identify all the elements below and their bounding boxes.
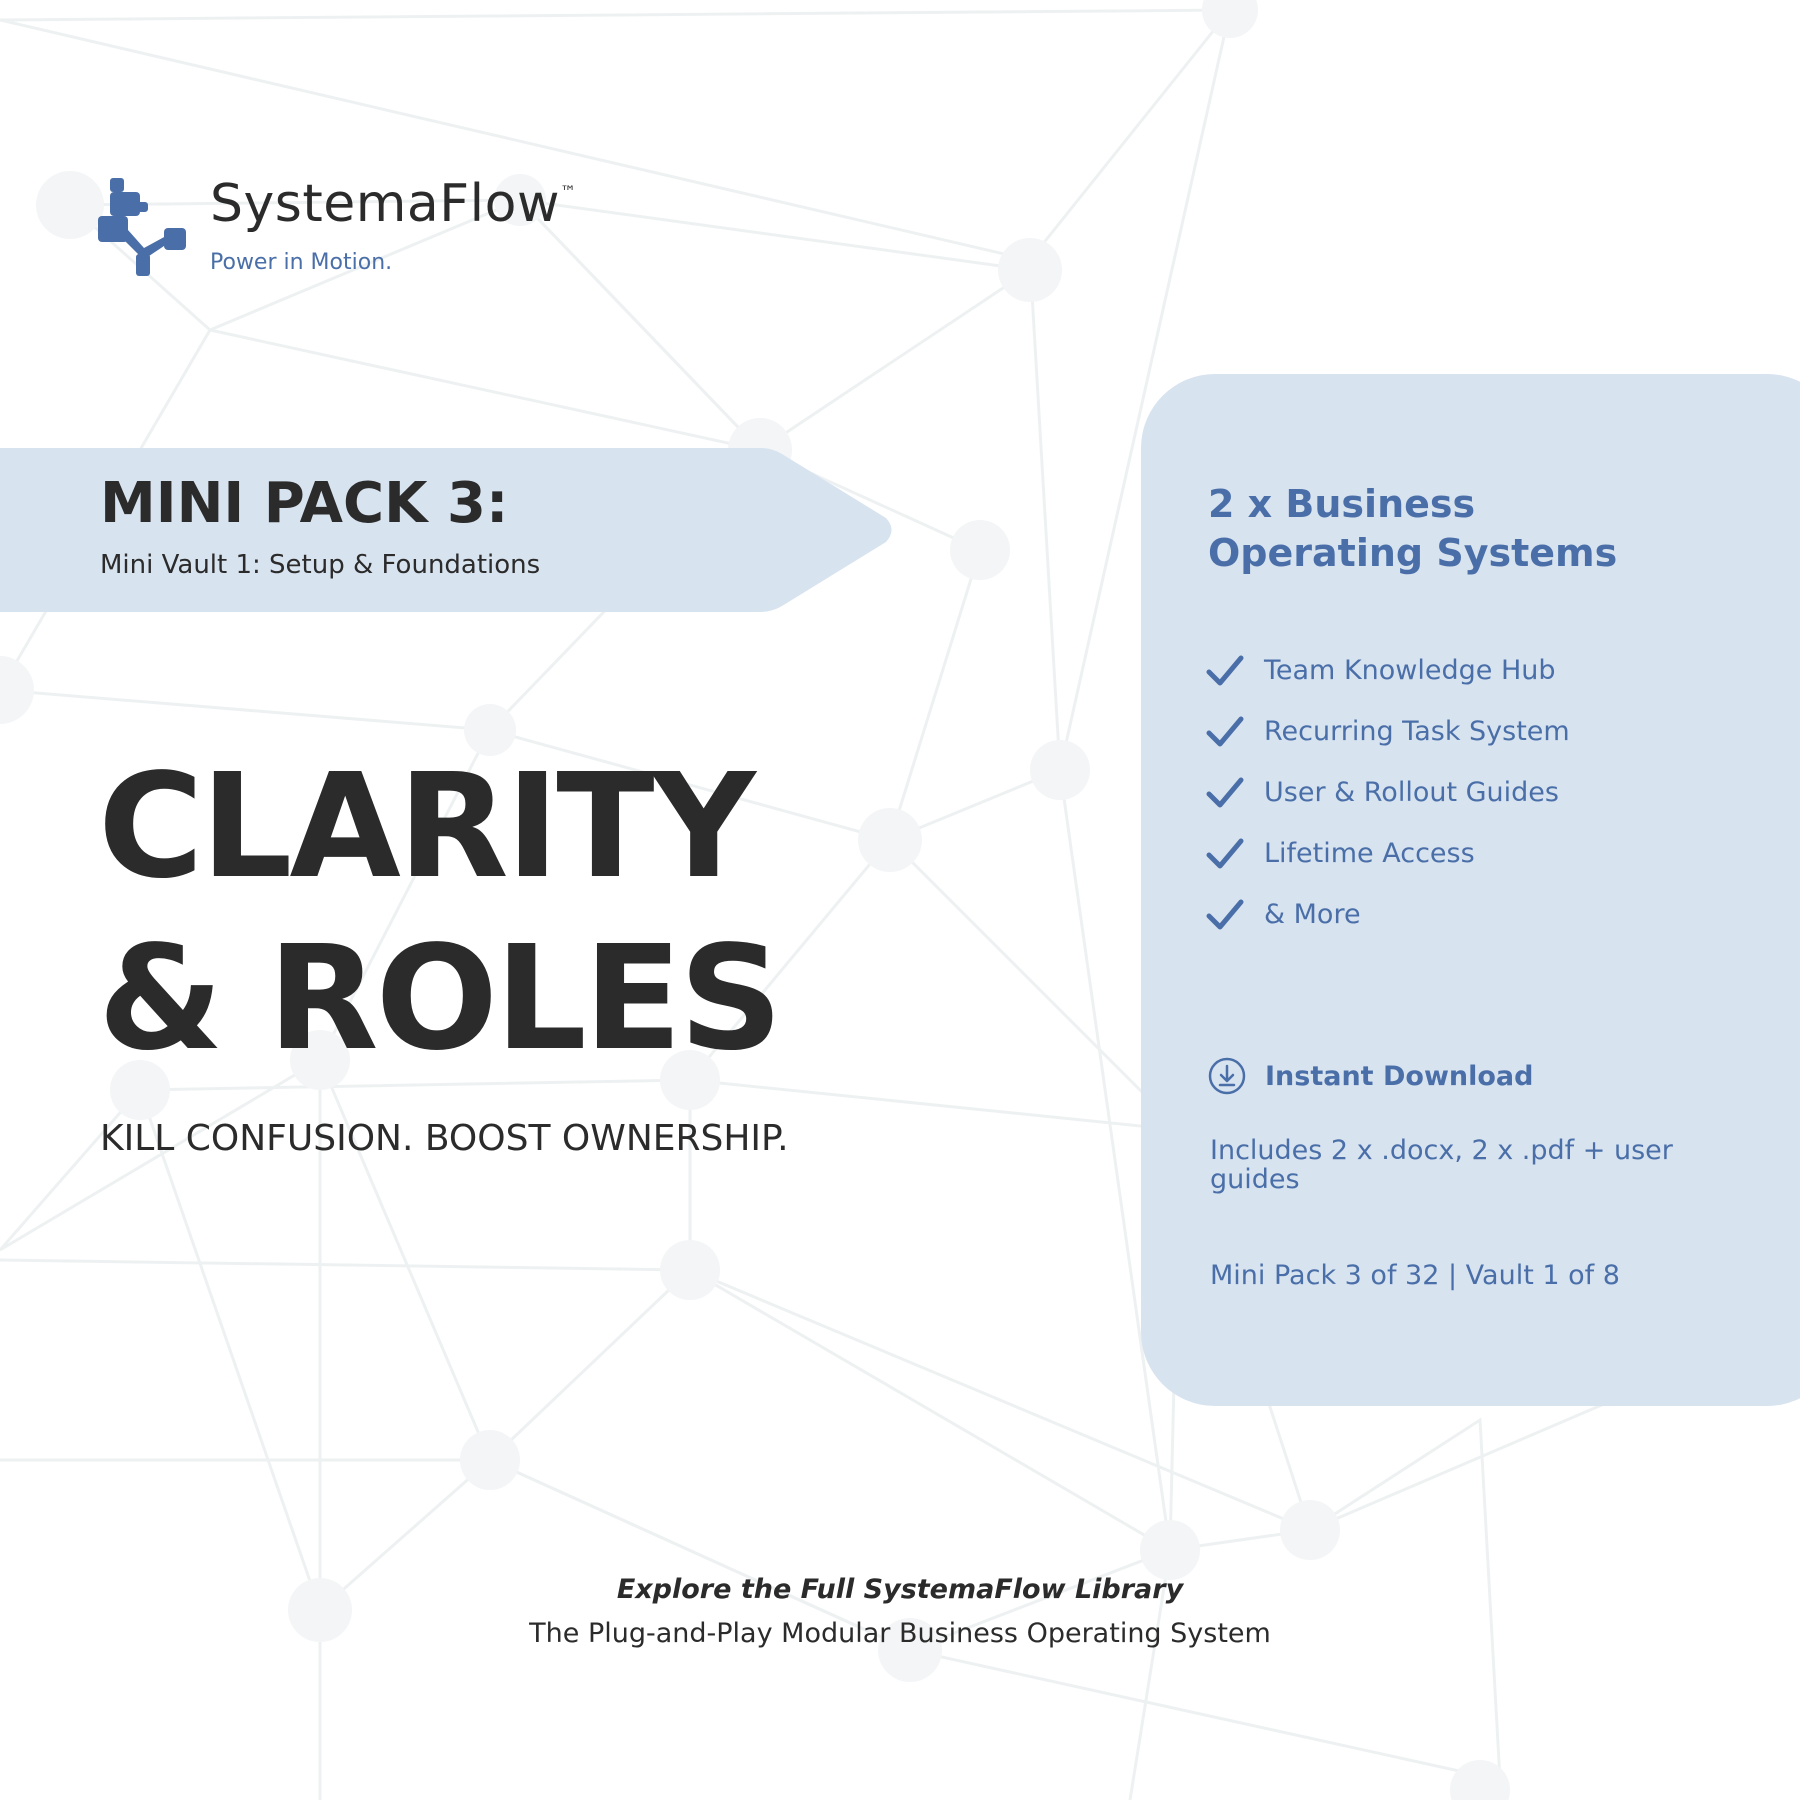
feature-label: Lifetime Access <box>1264 838 1475 869</box>
heading-line-1: CLARITY <box>98 742 756 910</box>
pack-title: MINI PACK 3: <box>100 471 509 536</box>
download-icon <box>1208 1057 1246 1095</box>
instant-download: Instant Download <box>1207 1056 1533 1096</box>
check-icon <box>1206 777 1244 807</box>
systemaflow-logo-icon <box>98 178 186 276</box>
tagline: KILL CONFUSION. BOOST OWNERSHIP. <box>100 1118 789 1159</box>
pack-banner <box>0 448 892 612</box>
feature-item: Recurring Task System <box>1206 701 1570 762</box>
main-heading: CLARITY & ROLES <box>98 740 783 1084</box>
footer-subtitle: The Plug-and-Play Modular Business Opera… <box>529 1618 1271 1649</box>
feature-item: Lifetime Access <box>1206 823 1570 884</box>
feature-item: Team Knowledge Hub <box>1206 640 1570 701</box>
footer-title: Explore the Full SystemaFlow Library <box>616 1574 1184 1605</box>
pack-count: Mini Pack 3 of 32 | Vault 1 of 8 <box>1210 1260 1620 1291</box>
check-icon <box>1206 716 1244 746</box>
brand-name: SystemaFlow™ <box>210 178 576 230</box>
brand-name-text: SystemaFlow <box>210 174 560 234</box>
feature-label: Team Knowledge Hub <box>1264 655 1556 686</box>
feature-label: & More <box>1264 899 1361 930</box>
brand-tagline: Power in Motion. <box>210 250 393 275</box>
heading-line-2: & ROLES <box>98 914 783 1082</box>
includes-text: Includes 2 x .docx, 2 x .pdf + user guid… <box>1210 1135 1673 1195</box>
feature-label: User & Rollout Guides <box>1264 777 1559 808</box>
feature-item: User & Rollout Guides <box>1206 762 1570 823</box>
trademark-symbol: ™ <box>559 181 577 201</box>
feature-item: & More <box>1206 884 1570 945</box>
panel-title: 2 x Business Operating Systems <box>1208 482 1618 575</box>
feature-label: Recurring Task System <box>1264 716 1570 747</box>
pack-subtitle: Mini Vault 1: Setup & Foundations <box>100 550 541 580</box>
check-icon <box>1206 655 1244 685</box>
download-label: Instant Download <box>1265 1060 1534 1092</box>
check-icon <box>1206 838 1244 868</box>
feature-list: Team Knowledge Hub Recurring Task System… <box>1206 640 1570 945</box>
features-panel <box>1141 374 1800 1406</box>
check-icon <box>1206 899 1244 929</box>
